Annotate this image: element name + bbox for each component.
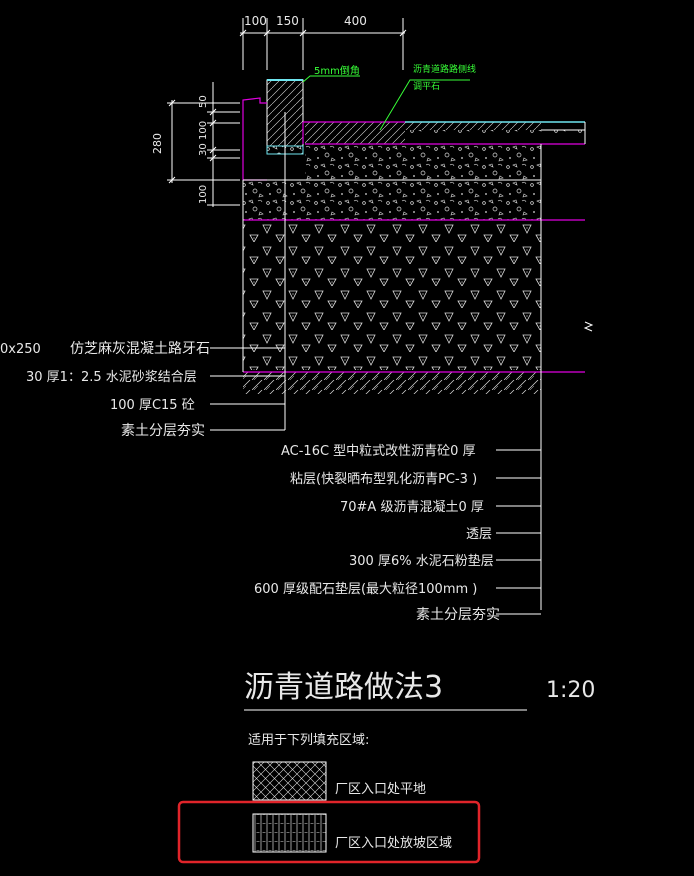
drawing-scale: 1:20 (546, 678, 595, 703)
callout-leaders (302, 75, 470, 131)
layer-ac16c: AC-16C 型中粒式改性沥青砼0 厚 (281, 444, 476, 459)
curb-soil-label: 素土分层夯实 (121, 423, 205, 439)
legend-item-slope-area: 厂区入口处放坡区域 (335, 836, 452, 851)
layer-soil: 素土分层夯实 (416, 607, 500, 623)
asphalt-edge-fill (305, 122, 405, 144)
curb-mortar-label: 30 厚1：2.5 水泥砂浆结合层 (26, 370, 197, 385)
dim-top-100: 100 (244, 14, 267, 28)
break-symbol (583, 321, 594, 332)
asphalt-surface-fill (405, 122, 541, 130)
curb-leaders (210, 347, 285, 431)
dim-left-280: 280 (151, 133, 164, 154)
vertical-grid-swatch (252, 813, 327, 853)
pavement-leaders (496, 449, 541, 615)
layer-cement-stone: 300 厚6% 水泥石粉垫层 (349, 553, 494, 569)
note-chamfer: 5mm倒角 (314, 65, 360, 77)
layer-boundaries (242, 97, 585, 373)
layer-prime-coat: 透层 (466, 527, 492, 542)
layer-tack-coat: 粘层(快裂晒布型乳化沥青PC-3 ) (290, 472, 477, 487)
legend-item-flat-ground: 厂区入口处平地 (335, 782, 426, 797)
asphalt-fine-layer (405, 130, 585, 134)
pavement-cross-section (242, 79, 594, 610)
layer-graded-stone: 600 厚级配石垫层(最大粒径100mm ) (254, 581, 477, 597)
curb-concrete-label: 100 厚C15 砼 (110, 398, 195, 413)
dim-left-30: 30 (198, 143, 209, 156)
asphalt-binder-fill (305, 144, 541, 180)
dim-top-400: 400 (344, 14, 367, 28)
left-dimension-chain (167, 82, 240, 207)
compacted-soil-hatch (243, 372, 541, 394)
crosshatch-swatch (252, 761, 327, 801)
curb-size-label: 0x250 (0, 342, 41, 357)
section-outline (242, 112, 594, 610)
aggregate-base-layer (243, 180, 541, 220)
cement-stone-layer (243, 220, 541, 370)
legend-heading: 适用于下列填充区域: (248, 732, 369, 748)
dim-left-100a: 100 (198, 121, 209, 140)
curb-material-label: 仿芝麻灰混凝土路牙石 (70, 341, 210, 357)
dim-left-50: 50 (198, 95, 209, 108)
note-asphalt-edge: 沥青道路路侧线 (413, 63, 476, 75)
drawing-title: 沥青道路做法3 (244, 670, 443, 705)
highlight-box (177, 800, 481, 864)
top-dimension-chain (239, 18, 407, 70)
dim-left-100b: 100 (198, 185, 209, 204)
layer-asphalt-70a: 70#A 级沥青混凝土0 厚 (340, 499, 484, 515)
note-leveling-stone: 调平石 (413, 81, 440, 92)
dim-top-150: 150 (276, 14, 299, 28)
